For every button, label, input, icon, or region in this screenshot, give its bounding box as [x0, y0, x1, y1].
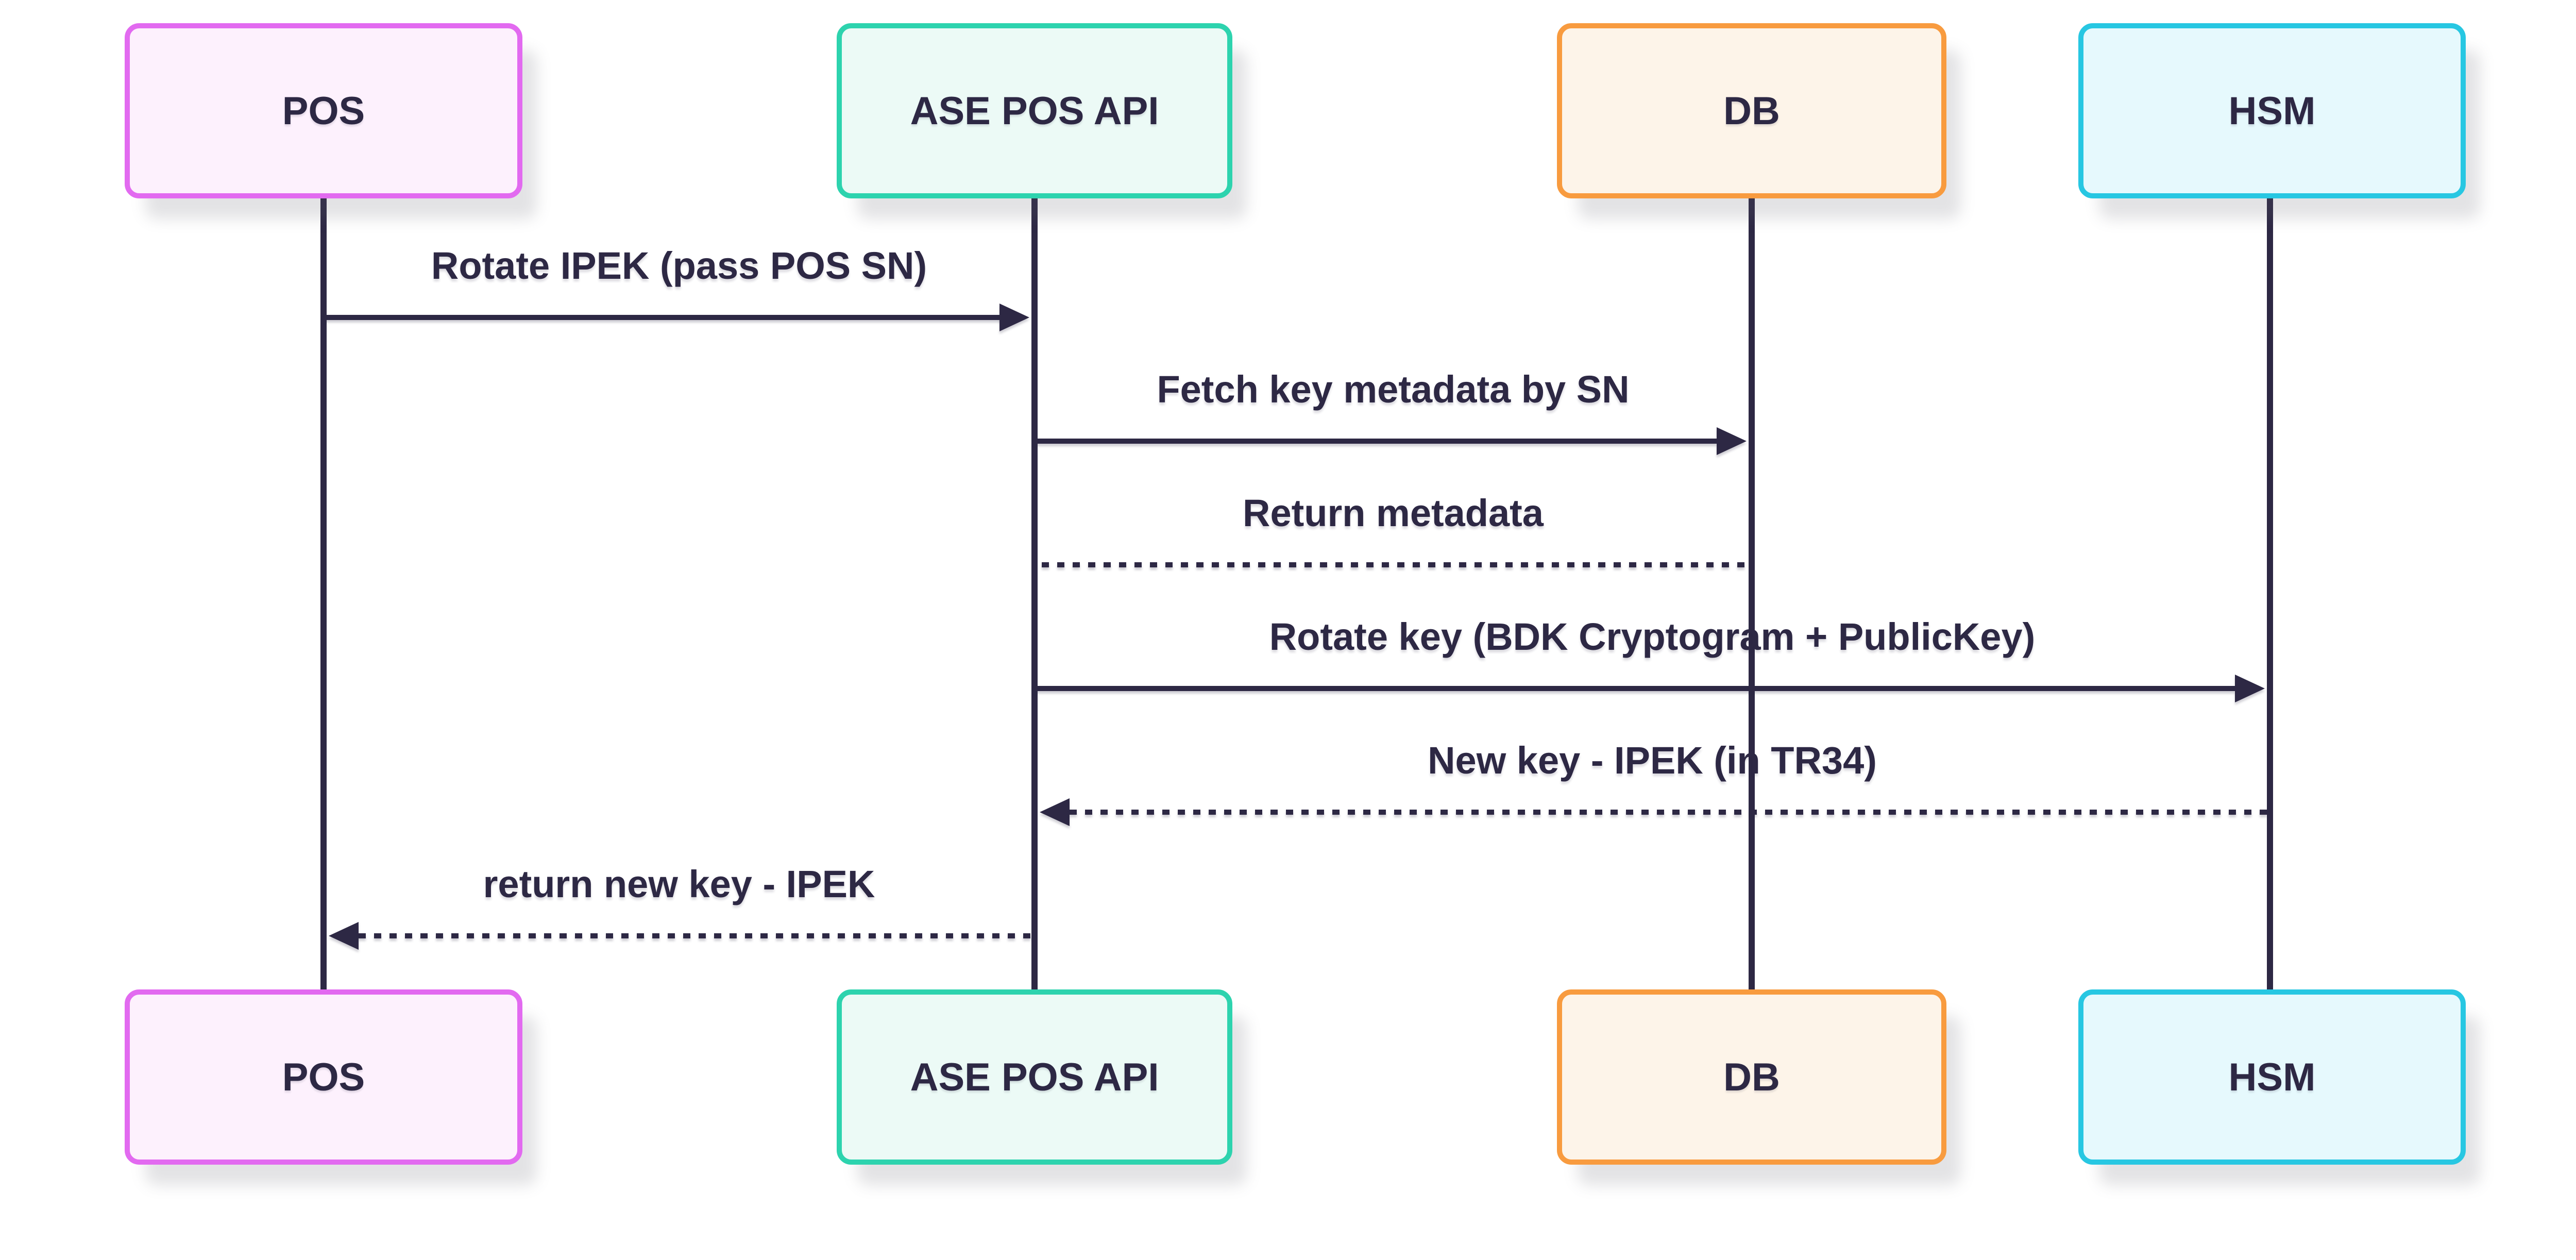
- arrowhead-right-icon: [999, 304, 1029, 331]
- message-label: return new key - IPEK: [483, 863, 875, 905]
- actor-label: DB: [1723, 89, 1780, 133]
- message-line: [359, 933, 1035, 938]
- actor-label: HSM: [2228, 89, 2316, 133]
- actor-ase-pos-api-bottom: ASE POS API: [837, 989, 1232, 1165]
- actor-label: HSM: [2228, 1055, 2316, 1099]
- message-label: Rotate IPEK (pass POS SN): [431, 244, 927, 287]
- actor-label: POS: [282, 89, 365, 133]
- actor-label: POS: [282, 1055, 365, 1099]
- actor-hsm-top: HSM: [2078, 23, 2466, 198]
- message-line: [1035, 439, 1717, 444]
- message-line: [1035, 686, 2235, 691]
- actor-db-bottom: DB: [1557, 989, 1946, 1165]
- message-label: Return metadata: [1243, 492, 1544, 534]
- actor-pos-bottom: POS: [125, 989, 522, 1165]
- arrowhead-left-icon: [329, 922, 359, 950]
- arrowhead-left-icon: [1040, 798, 1070, 826]
- message-line: [1070, 810, 2270, 815]
- actor-label: ASE POS API: [910, 89, 1159, 133]
- lifeline-pos: [320, 197, 327, 990]
- arrowhead-right-icon: [1717, 427, 1747, 455]
- actor-pos-top: POS: [125, 23, 522, 198]
- message-label: Fetch key metadata by SN: [1157, 368, 1630, 411]
- message-line: [1042, 562, 1752, 567]
- message-line: [324, 315, 1002, 320]
- actor-label: DB: [1723, 1055, 1780, 1099]
- lifeline-hsm: [2267, 197, 2273, 990]
- actor-hsm-bottom: HSM: [2078, 989, 2466, 1165]
- message-label: Rotate key (BDK Cryptogram + PublicKey): [1269, 615, 2036, 658]
- arrowhead-right-icon: [2235, 675, 2265, 702]
- actor-db-top: DB: [1557, 23, 1946, 198]
- lifeline-db: [1749, 197, 1755, 990]
- message-label: New key - IPEK (in TR34): [1428, 739, 1877, 782]
- actor-label: ASE POS API: [910, 1055, 1159, 1099]
- lifeline-ase-pos-api: [1031, 197, 1038, 990]
- actor-ase-pos-api-top: ASE POS API: [837, 23, 1232, 198]
